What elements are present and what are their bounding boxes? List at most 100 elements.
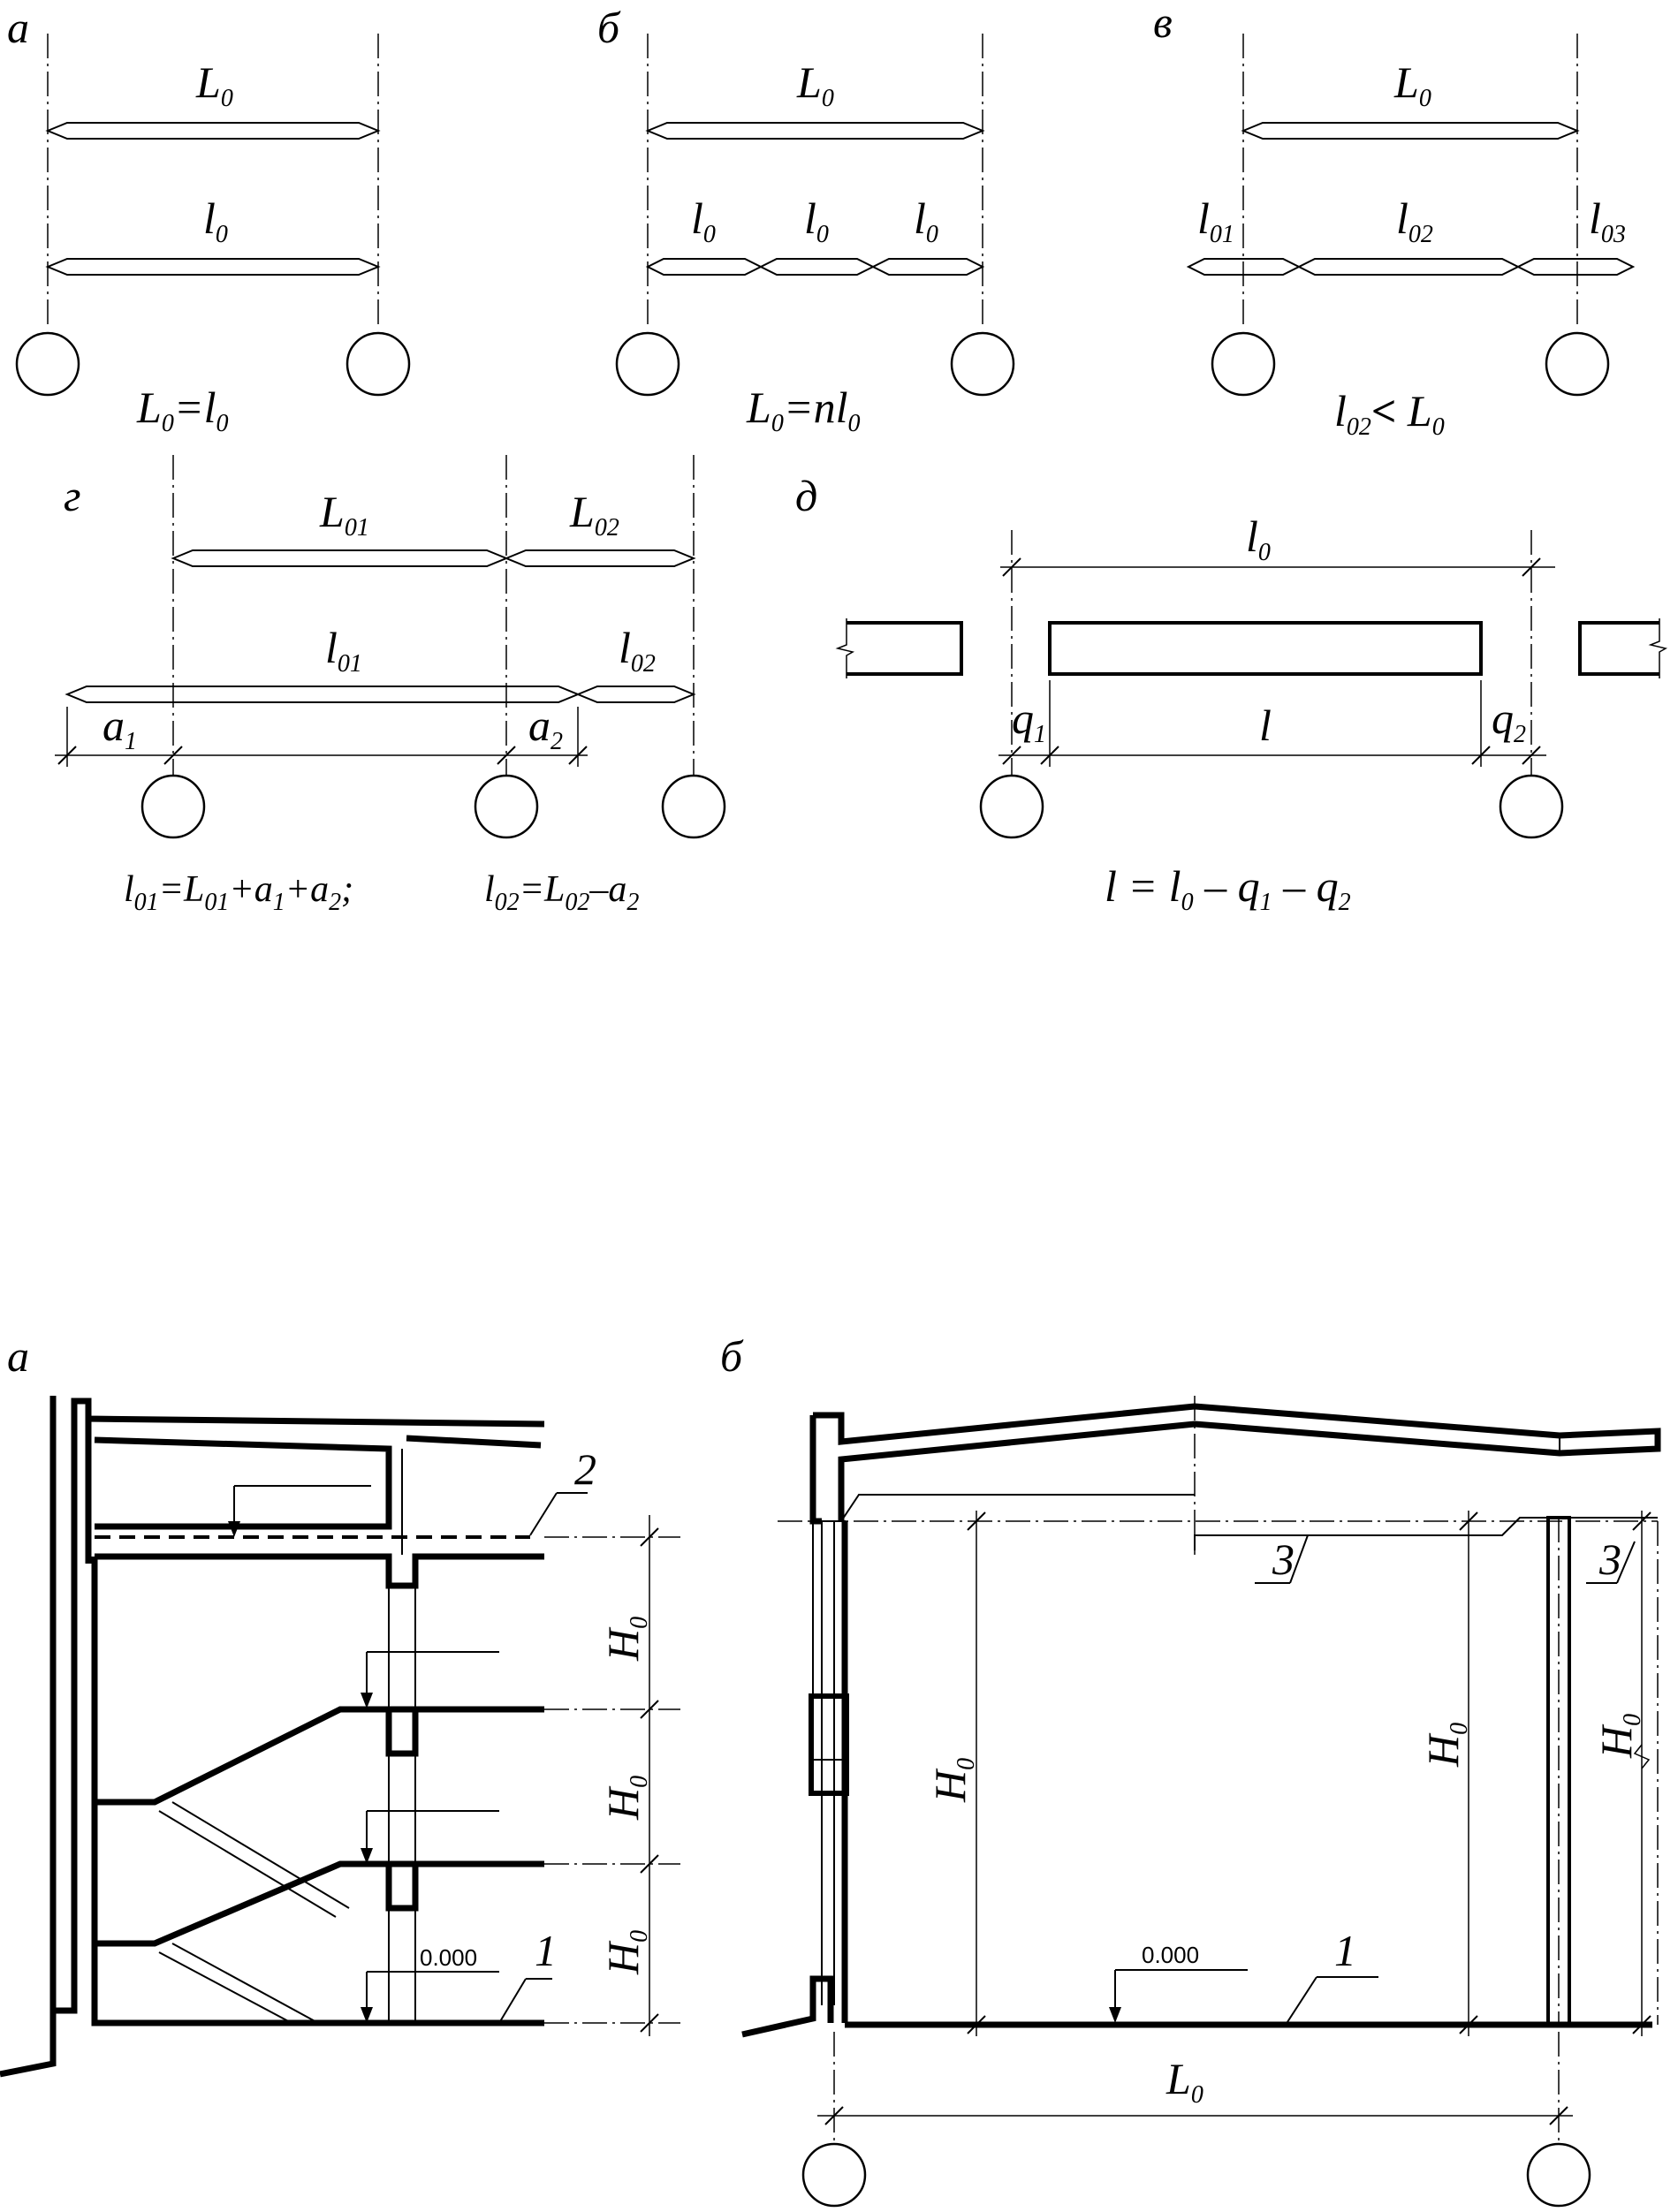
marker-3: 3 <box>1598 1534 1621 1584</box>
formula: L0=l0 <box>136 383 228 437</box>
marker-1: 1 <box>535 1926 557 1975</box>
leader <box>498 1978 527 2024</box>
scheme-v-tag: в <box>1153 0 1173 47</box>
stair-flight <box>158 1951 292 2024</box>
beam <box>380 1860 419 1912</box>
axis-bubble <box>801 2142 867 2208</box>
scheme-a-tag: а <box>7 3 29 52</box>
span-label: L0 <box>195 57 233 112</box>
outer-wall <box>0 1398 545 2078</box>
span-label: L02 <box>569 487 619 542</box>
formula: l02< L0 <box>1334 386 1445 441</box>
element-bar <box>575 686 696 703</box>
element-bar <box>65 686 581 703</box>
axis-bubble <box>1211 331 1276 397</box>
level-mark: 0.000 <box>420 1944 477 1971</box>
break-line <box>835 618 855 678</box>
span-bar-L0 <box>45 122 381 140</box>
beam <box>380 1706 419 1757</box>
axis-bubble <box>1545 331 1610 397</box>
scheme-g: г L01 L02 l01 l02 a1 a2 l01=L01+a1+a2; l… <box>55 455 726 916</box>
element-label: l02 <box>1396 193 1433 248</box>
floor-slab <box>91 1802 544 1947</box>
break-mark <box>1633 1744 1651 1769</box>
leader <box>1616 1541 1636 1584</box>
scheme-v: в L0 l01 l02 l03 l02< L0 <box>1153 0 1636 441</box>
element-label: l0 <box>203 193 228 248</box>
section-b: б H0 H0 H0 3 <box>720 1331 1661 2208</box>
section-a-tag: а <box>7 1331 29 1381</box>
span-bar <box>171 549 509 567</box>
stair-flight <box>158 1810 337 1918</box>
element-label: l0 <box>691 193 716 248</box>
attic-room <box>94 1436 392 1530</box>
slab-element <box>1048 621 1483 676</box>
marker-1: 1 <box>1334 1926 1356 1975</box>
height-label: H0 <box>598 1617 653 1662</box>
element-bar <box>1296 258 1521 276</box>
element-label: l01 <box>1197 193 1234 248</box>
axis-bubble <box>1499 774 1564 839</box>
axis-bubble <box>661 774 726 839</box>
axis-bubble <box>950 331 1015 397</box>
ground-left <box>741 1975 834 2038</box>
span-bar-L0 <box>1241 122 1580 140</box>
axis-bubble <box>615 331 680 397</box>
height-label: H0 <box>1591 1714 1646 1759</box>
ground-floor <box>91 1943 544 2026</box>
element-bar <box>758 258 876 276</box>
outer-wall <box>809 1415 822 1525</box>
section-a: а 0.000 <box>0 1331 680 2078</box>
axis-bubble <box>474 774 539 839</box>
formula: l02=L02–a2 <box>484 869 639 916</box>
element-bar <box>645 258 763 276</box>
formula: l = l0 – q1 – q2 <box>1105 861 1351 916</box>
window-band <box>812 1520 846 1761</box>
axis-bubble <box>15 331 80 397</box>
element-bar <box>870 258 985 276</box>
leader <box>1285 1976 1317 2026</box>
stair-flight <box>171 1943 319 2024</box>
adjacent-slab-right <box>1578 621 1659 676</box>
offset-label: a1 <box>103 701 137 755</box>
height-label: H0 <box>598 1776 653 1821</box>
floor-slab <box>85 1553 544 1589</box>
scheme-b-tag: б <box>597 3 621 52</box>
axis-bubble <box>1526 2142 1591 2208</box>
element-label: l01 <box>325 623 362 678</box>
floor-slab <box>91 1661 544 1806</box>
gap-label: q1 <box>1012 693 1046 748</box>
window-frame <box>809 1693 849 1796</box>
element-label: l03 <box>1589 193 1626 248</box>
span-label: l0 <box>1246 511 1271 566</box>
scheme-a: а L0 l0 L0=l0 <box>7 3 411 437</box>
axis-bubble <box>979 774 1044 839</box>
span-label: L01 <box>319 487 369 542</box>
span-label: L0 <box>1393 57 1431 112</box>
gap-label: q2 <box>1492 693 1526 748</box>
element-bar <box>1515 258 1636 276</box>
marker-2: 2 <box>574 1444 596 1494</box>
height-label: H0 <box>925 1758 980 1803</box>
leader <box>1289 1534 1309 1584</box>
element-bar-l0 <box>45 258 381 276</box>
roof-slab <box>406 1435 542 1449</box>
axis-bubble <box>345 331 411 397</box>
offset-label: a2 <box>528 701 563 755</box>
height-label: H0 <box>1418 1723 1473 1768</box>
clear-span-label: l <box>1259 701 1272 750</box>
arrow-head <box>361 1693 373 1708</box>
height-label: H0 <box>598 1930 653 1975</box>
section-b-tag: б <box>720 1331 744 1381</box>
arrow-head <box>228 1521 240 1537</box>
adjacent-slab-left <box>847 621 963 676</box>
span-label: L0 <box>796 57 834 112</box>
formula: l01=L01+a1+a2; <box>124 869 353 916</box>
span-bar-L0 <box>645 122 985 140</box>
ceiling-line <box>1194 1517 1658 1550</box>
leader <box>529 1492 558 1536</box>
scheme-d-tag: д <box>795 471 817 520</box>
axis-bubble <box>140 774 206 839</box>
span-label: L0 <box>1165 2054 1203 2109</box>
